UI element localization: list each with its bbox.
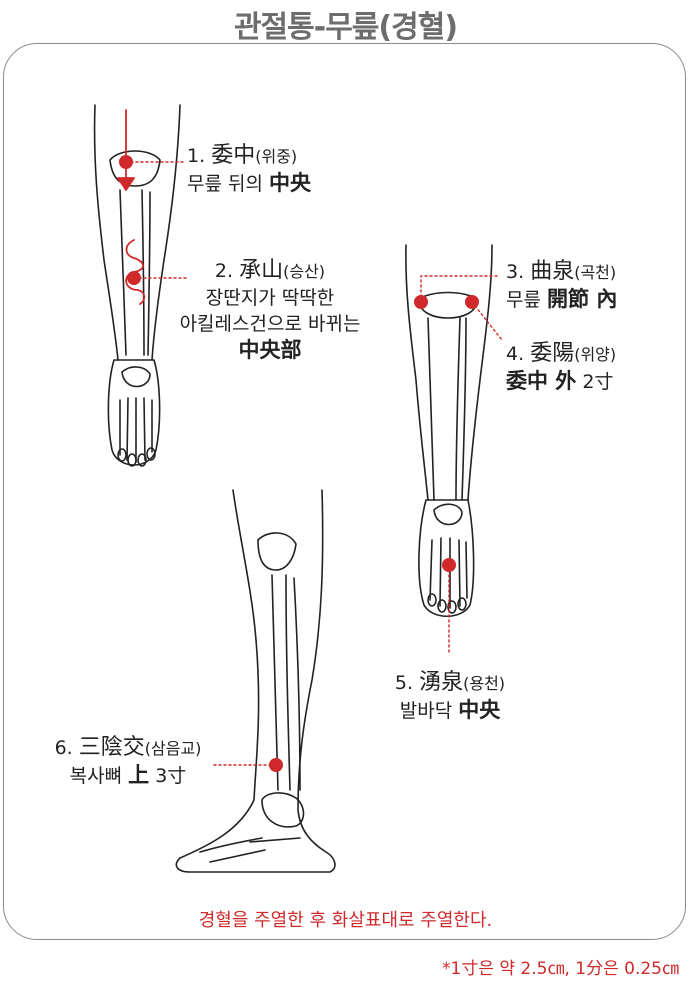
point-hangul: (용천) bbox=[463, 674, 506, 693]
point-desc-2: 아킬레스건으로 바뀌는 bbox=[179, 313, 361, 335]
acupoint-label-4: 4. 委陽(위양) 委中 外 2寸 bbox=[506, 341, 616, 395]
point-hanja: 湧泉 bbox=[419, 670, 464, 695]
point-hanja: 承山 bbox=[239, 258, 284, 283]
acupoint-4 bbox=[465, 295, 479, 309]
point-desc: 무릎 bbox=[506, 289, 541, 311]
point-hanja: 委中 bbox=[211, 143, 256, 168]
point-desc: 복사뼈 bbox=[69, 765, 123, 787]
acupoint-6 bbox=[269, 758, 283, 772]
acupoints bbox=[119, 155, 479, 772]
point-desc-1: 장딴지가 딱딱한 bbox=[205, 287, 335, 309]
leg-front-view bbox=[405, 244, 493, 618]
acupoint-label-1: 1. 委中(위중) 무릎 뒤의 中央 bbox=[187, 143, 311, 197]
acupoint-label-5: 5. 湧泉(용천) 발바닥 中央 bbox=[380, 670, 520, 724]
acupoint-2 bbox=[127, 271, 141, 285]
point-emph: 中央 bbox=[269, 171, 312, 195]
point-hanja: 曲泉 bbox=[530, 259, 575, 284]
unit-footnote: *1寸은 약 2.5㎝, 1分은 0.25㎝ bbox=[442, 959, 679, 979]
point-emph: 上 bbox=[128, 763, 150, 787]
point-emph: 中央部 bbox=[238, 338, 302, 362]
point-emph: 中央 bbox=[458, 698, 501, 722]
point-number: 4. bbox=[506, 343, 525, 365]
acupoint-1 bbox=[119, 155, 133, 169]
leg-back-view bbox=[93, 104, 181, 467]
acupoint-5 bbox=[442, 558, 456, 572]
leg-side-view bbox=[175, 489, 336, 873]
diagram-frame bbox=[3, 43, 686, 940]
point-number: 6. bbox=[54, 737, 73, 759]
point-number: 3. bbox=[506, 261, 525, 283]
point-hangul: (승산) bbox=[283, 262, 326, 281]
point-measure: 2寸 bbox=[582, 371, 614, 393]
point-emph: 委中 外 bbox=[506, 369, 577, 393]
page-title: 관절통-무릎(경혈) bbox=[233, 10, 458, 45]
point-hangul: (위양) bbox=[574, 345, 617, 364]
point-measure: 3寸 bbox=[155, 765, 187, 787]
point-desc: 발바닥 bbox=[399, 700, 453, 722]
instruction-note: 경혈을 주열한 후 화살표대로 주열한다. bbox=[198, 910, 493, 931]
point-number: 1. bbox=[187, 145, 206, 167]
point-number: 5. bbox=[394, 672, 414, 694]
leader-lines bbox=[125, 161, 503, 766]
point-hangul: (삼음교) bbox=[144, 739, 202, 758]
point-hangul: (곡천) bbox=[574, 263, 617, 282]
acupoint-label-6: 6. 三陰交(삼음교) 복사뼈 上 3寸 bbox=[38, 735, 218, 789]
point-desc: 무릎 뒤의 bbox=[187, 173, 263, 195]
acupoint-label-3: 3. 曲泉(곡천) 무릎 開節 內 bbox=[506, 259, 617, 313]
point-hanja: 委陽 bbox=[530, 341, 575, 366]
point-hangul: (위중) bbox=[255, 147, 298, 166]
acupoint-label-2: 2. 承山(승산) 장딴지가 딱딱한 아킬레스건으로 바뀌는 中央部 bbox=[170, 258, 370, 364]
point-emph: 開節 內 bbox=[547, 287, 618, 311]
point-number: 2. bbox=[214, 260, 234, 282]
point-hanja: 三陰交 bbox=[78, 735, 145, 760]
acupoint-3 bbox=[414, 295, 428, 309]
